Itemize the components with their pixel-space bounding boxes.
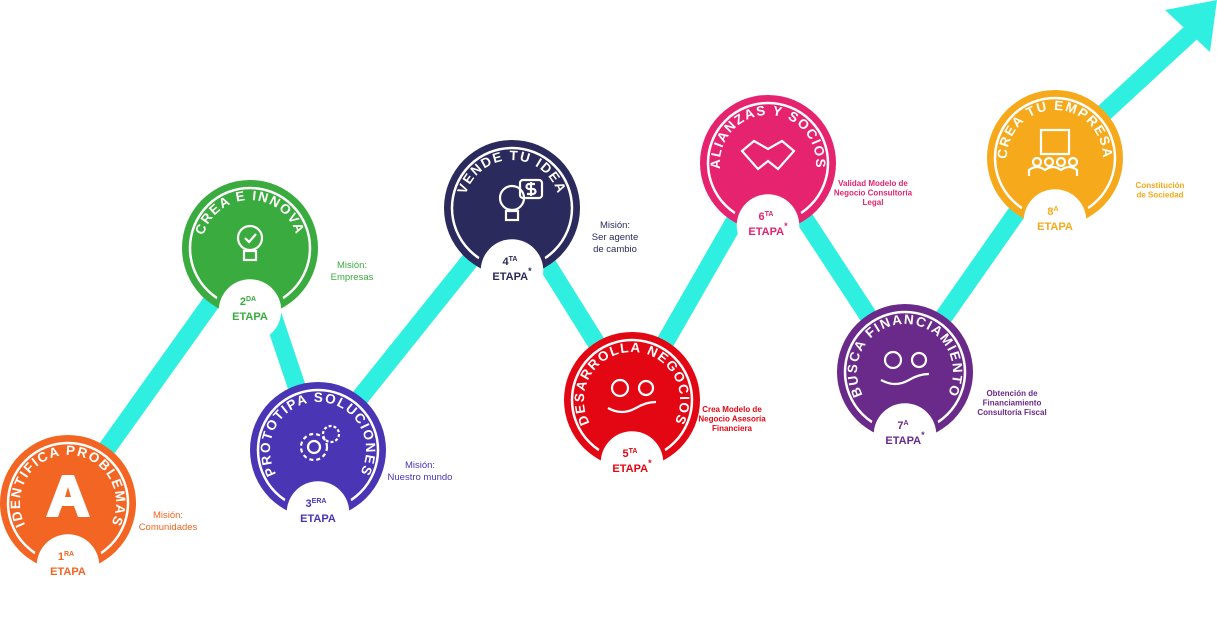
stage-mission: Ser agente (592, 232, 638, 243)
stage-etapa: ETAPA* (748, 221, 788, 238)
plant-money-icon (880, 350, 930, 386)
stage-label-cutout (286, 481, 350, 544)
hand-money-icon (607, 378, 657, 414)
stage-mission: de cambio (593, 244, 637, 255)
stage-label-cutout (600, 431, 664, 494)
stage-label-cutout (218, 279, 282, 342)
stage-mission: Financiera (712, 424, 753, 433)
stage-number: 4TA (503, 256, 518, 268)
stage-number: 1RA (58, 551, 74, 563)
stage-number: 5TA (623, 448, 638, 460)
stage-mission: Comunidades (139, 522, 198, 533)
stage-mission: Misión: (600, 220, 630, 231)
stage-etapa: ETAPA (1037, 221, 1073, 233)
stage-mission: Empresas (331, 272, 374, 283)
stage-badge-1: IDENTIFICA PROBLEMAS1RAETAPAMisión:Comun… (0, 435, 198, 597)
building-icon (1027, 128, 1079, 176)
stage-mission: Nuestro mundo (388, 472, 453, 483)
stage-label-cutout (36, 534, 100, 597)
badge-circle (182, 180, 318, 316)
stage-mission: Negocio Consultoría (834, 189, 913, 198)
arrow-head-icon (1165, 0, 1217, 52)
stage-etapa: ETAPA* (885, 430, 925, 447)
stage-etapa: ETAPA (232, 311, 268, 323)
stage-mission: de Sociedad (1136, 191, 1183, 200)
badge-circle (564, 332, 700, 468)
stage-label-cutout (480, 239, 544, 302)
stage-mission: Constitución (1136, 181, 1185, 190)
gears-icon (299, 424, 341, 462)
stage-mission: Misión: (405, 460, 435, 471)
stage-mission: Misión: (337, 260, 367, 271)
badge-circle (444, 140, 580, 276)
stage-mission: Validad Modelo de (838, 179, 908, 188)
stage-mission: Misión: (153, 510, 183, 521)
handshake-icon (740, 139, 796, 171)
stage-number: 6TA (759, 211, 774, 223)
stage-etapa: ETAPA* (612, 458, 652, 475)
stage-etapa: ETAPA* (492, 266, 532, 283)
stage-mission: Negocio Asesoría (698, 415, 766, 424)
stage-etapa: ETAPA (50, 566, 86, 578)
stage-badge-3: PROTOTIPA SOLUCIONES3ERAETAPAMisión:Nues… (250, 382, 453, 544)
letter-a-icon (46, 475, 90, 517)
idea-money-icon (498, 178, 544, 222)
lightbulb-icon (236, 224, 264, 262)
stage-number: 8A (1047, 206, 1058, 218)
stage-number: 7A (897, 420, 908, 432)
stage-etapa: ETAPA (300, 513, 336, 525)
stage-mission: Crea Modelo de (702, 405, 762, 414)
stage-number: 2DA (240, 296, 256, 308)
stage-mission: Financiamiento (983, 399, 1042, 408)
badge-circle (837, 304, 973, 440)
stage-number: 3ERA (306, 498, 327, 510)
stage-label-cutout (1023, 189, 1087, 252)
stage-label-cutout (873, 403, 937, 466)
stage-mission: Legal (863, 198, 884, 207)
stage-mission: Consultoría Fiscal (977, 408, 1046, 417)
badge-circle (700, 95, 836, 231)
badge-circle (987, 90, 1123, 226)
stage-label-cutout (736, 194, 800, 257)
stage-mission: Obtención de (986, 389, 1038, 398)
